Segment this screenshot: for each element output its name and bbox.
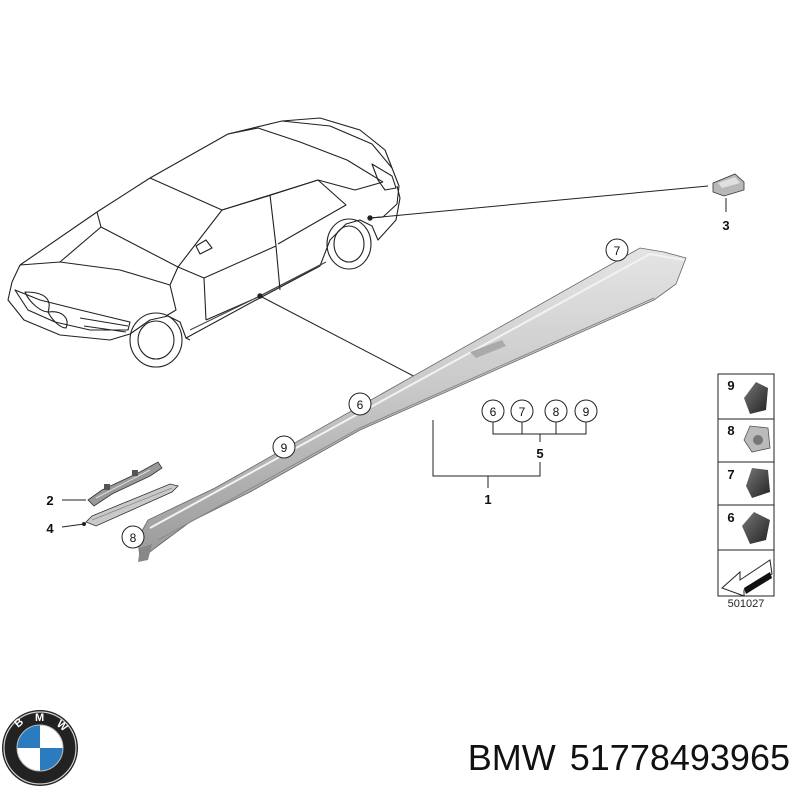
car-outline: [7, 117, 401, 368]
part-4-strip: [85, 483, 179, 527]
leader-lines: [257, 185, 709, 382]
svg-text:7: 7: [727, 467, 734, 482]
svg-text:M: M: [35, 712, 44, 724]
svg-text:6: 6: [490, 405, 497, 419]
svg-text:9: 9: [727, 378, 734, 393]
part-number: 51778493965: [569, 737, 790, 778]
part-3-clip: [712, 173, 745, 197]
svg-text:9: 9: [281, 441, 288, 455]
callout-circle-9a: 9: [574, 399, 598, 423]
callout-circle-6-rail: 6: [348, 392, 372, 416]
rocker-panel: [137, 247, 687, 562]
callout-circle-9-rail: 9: [272, 435, 296, 459]
part-2-bracket: [87, 461, 163, 507]
callout-5: 5: [536, 446, 543, 461]
legend-row-7: 7: [727, 467, 770, 498]
footer-caption: BMW 51778493965: [410, 733, 790, 783]
legend-row-8: 8: [727, 423, 771, 453]
svg-text:8: 8: [130, 531, 137, 545]
callout-4: 4: [46, 521, 54, 536]
clip-legend: 9 8 7 6: [717, 373, 775, 597]
diagram-id: 501027: [728, 598, 765, 610]
callout-3: 3: [722, 218, 729, 233]
clip-icon: [746, 468, 770, 498]
svg-text:6: 6: [727, 510, 734, 525]
svg-text:9: 9: [583, 405, 590, 419]
legend-row-9: 9: [727, 378, 768, 414]
svg-text:6: 6: [357, 398, 364, 412]
legend-row-6: 6: [727, 510, 770, 544]
orientation-arrow-icon: [721, 559, 773, 597]
callout-circle-7a: 7: [510, 399, 534, 423]
callout-group-5: 6 7 8 9 5 1: [432, 399, 598, 507]
callout-circle-7-top: 7: [605, 238, 629, 262]
callout-1: 1: [484, 492, 491, 507]
callout-2: 2: [46, 493, 53, 508]
part-4-leader: [61, 523, 85, 528]
bmw-logo: B M W: [2, 710, 78, 786]
callout-circle-6a: 6: [481, 399, 505, 423]
clip-icon: [744, 382, 768, 414]
svg-text:8: 8: [553, 405, 560, 419]
callout-circle-8-left: 8: [121, 525, 145, 549]
callout-circle-8a: 8: [544, 399, 568, 423]
brand-name: BMW: [467, 737, 556, 778]
svg-text:7: 7: [519, 405, 526, 419]
clip-icon: [742, 512, 770, 544]
svg-text:8: 8: [727, 423, 734, 438]
svg-text:7: 7: [614, 244, 621, 258]
